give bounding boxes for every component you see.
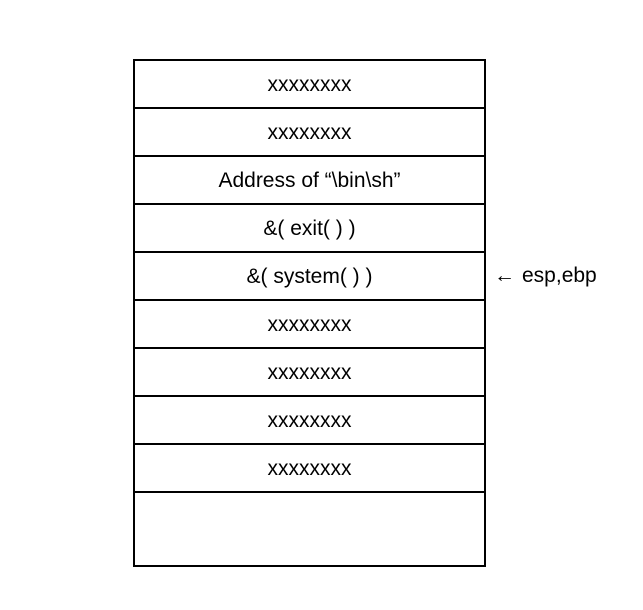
stack-cell-empty (135, 493, 484, 567)
stack-cell-system-address: &( system( ) ) (135, 253, 484, 301)
left-arrow-icon: ← (494, 264, 515, 287)
stack-diagram: xxxxxxxx xxxxxxxx Address of “\bin\sh” &… (133, 59, 486, 567)
stack-pointer-annotation: ← esp,ebp (494, 262, 597, 290)
stack-cell-binsh-address: Address of “\bin\sh” (135, 157, 484, 205)
stack-cell-1: xxxxxxxx (135, 61, 484, 109)
stack-cell-9: xxxxxxxx (135, 445, 484, 493)
stack-cell-6: xxxxxxxx (135, 301, 484, 349)
stack-cell-exit-address: &( exit( ) ) (135, 205, 484, 253)
register-label: esp,ebp (522, 264, 597, 287)
stack-cell-8: xxxxxxxx (135, 397, 484, 445)
stack-cell-7: xxxxxxxx (135, 349, 484, 397)
stack-cell-2: xxxxxxxx (135, 109, 484, 157)
